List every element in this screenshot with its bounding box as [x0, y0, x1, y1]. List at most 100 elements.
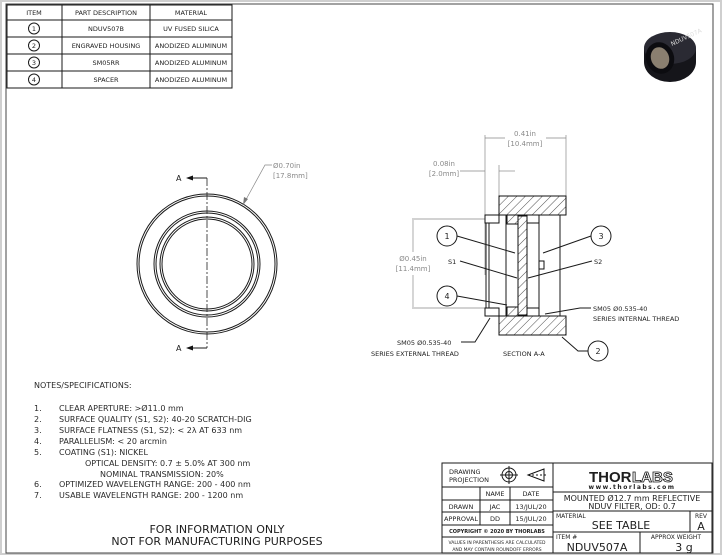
text: COATING (S1): NICKEL	[59, 448, 148, 457]
thread-dim-in: 0.08in	[433, 160, 455, 168]
outer-diameter-in: Ø0.70in	[273, 162, 300, 170]
material-label: MATERIAL	[556, 513, 586, 520]
drawn-name: JAC	[489, 503, 501, 511]
copyright: COPYRIGHT © 2020 BY THORLABS	[449, 529, 545, 535]
weight-label: APPROX WEIGHT	[651, 534, 702, 541]
num: 7.	[34, 491, 42, 500]
note-item: 6. OPTIMIZED WAVELENGTH RANGE: 200 - 400 …	[34, 480, 251, 489]
section-view: 0.41in [10.4mm] 0.08in [2.0mm] Ø0.45in […	[371, 130, 679, 362]
header-description: PART DESCRIPTION	[75, 9, 137, 17]
parts-table: ITEM PART DESCRIPTION MATERIAL 1 NDUV507…	[6, 4, 233, 89]
section-label-top: A	[176, 174, 182, 183]
description: SM05RR	[92, 59, 120, 67]
disclaimer-line-2: NOT FOR MANUFACTURING PURPOSES	[111, 535, 322, 548]
title-block: DRAWING PROJECTION NAME DATE DRAWN JAC 1…	[441, 462, 713, 554]
projection-label-1: DRAWING	[449, 468, 481, 476]
values-note-1: VALUES IN PARENTHESIS ARE CALCULATED	[448, 540, 546, 546]
num: 3.	[34, 426, 42, 435]
note-item: NOMINAL TRANSMISSION: 20%	[100, 470, 224, 479]
disclaimer-line-1: FOR INFORMATION ONLY	[149, 523, 284, 536]
logo-labs: LABS	[632, 469, 673, 486]
material-value: SEE TABLE	[592, 519, 650, 532]
num: 2.	[34, 415, 42, 424]
item: 2	[32, 42, 36, 50]
section-label-bottom: A	[176, 344, 182, 353]
date-header: DATE	[523, 490, 540, 498]
internal-thread-label: SM05 Ø0.535-40	[593, 305, 647, 313]
drawn-date: 13/JUL/20	[515, 503, 546, 511]
note-item: OPTICAL DENSITY: 0.7 ± 5.0% AT 300 nm	[85, 459, 251, 468]
external-thread-label: SM05 Ø0.535-40	[397, 339, 451, 347]
text: NOMINAL TRANSMISSION: 20%	[100, 470, 224, 479]
material: ANODIZED ALUMINUM	[155, 42, 227, 50]
text: USABLE WAVELENGTH RANGE: 200 - 1200 nm	[59, 491, 243, 500]
text: SURFACE FLATNESS (S1, S2): < 2λ AT 633 n…	[59, 426, 242, 435]
header-item: ITEM	[26, 9, 42, 17]
section-title: SECTION A-A	[503, 350, 545, 358]
approval-name: DD	[490, 515, 500, 523]
drawn-label: DRAWN	[449, 503, 474, 511]
rev-label: REV	[695, 513, 708, 520]
description: NDUV507B	[88, 25, 124, 33]
thread-dim-mm: [2.0mm]	[429, 170, 460, 178]
table-row: 3 SM05RR ANODIZED ALUMINUM	[28, 56, 227, 69]
material: ANODIZED ALUMINUM	[155, 59, 227, 67]
surface-s2-label: S2	[594, 258, 602, 266]
projection-symbol-icon	[500, 466, 546, 484]
approval-label: APPROVAL	[444, 515, 478, 523]
num: 5.	[34, 448, 42, 457]
name-header: NAME	[485, 490, 504, 498]
external-thread-series: SERIES EXTERNAL THREAD	[371, 350, 459, 358]
note-item: 2. SURFACE QUALITY (S1, S2): 40-20 SCRATC…	[34, 415, 252, 424]
surface-s1-label: S1	[448, 258, 456, 266]
width-dim-in: 0.41in	[514, 130, 536, 138]
text: SURFACE QUALITY (S1, S2): 40-20 SCRATCH-…	[59, 415, 252, 424]
callout-4: 4	[444, 292, 449, 301]
notes-heading: NOTES/SPECIFICATIONS:	[34, 381, 132, 390]
item: 3	[32, 59, 36, 67]
callout-1: 1	[444, 232, 449, 241]
item-number: NDUV507A	[567, 541, 628, 554]
num: 1.	[34, 404, 42, 413]
weight-value: 3 g	[675, 541, 692, 554]
description: SPACER	[93, 76, 119, 84]
values-note-2: AND MAY CONTAIN ROUNDOFF ERRORS	[452, 547, 541, 553]
description-line-1: MOUNTED Ø12.7 mm REFLECTIVE	[564, 493, 701, 503]
note-item: 1. CLEAR APERTURE: >Ø11.0 mm	[34, 403, 184, 413]
note-item: 3. SURFACE FLATNESS (S1, S2): < 2λ AT 633…	[34, 426, 242, 435]
item: 1	[32, 25, 36, 33]
text: OPTICAL DENSITY: 0.7 ± 5.0% AT 300 nm	[85, 459, 251, 468]
text: CLEAR APERTURE: >Ø11.0 mm	[59, 403, 184, 413]
table-row: 2 ENGRAVED HOUSING ANODIZED ALUMINUM	[28, 39, 227, 52]
aperture-dim-mm: [11.4mm]	[396, 265, 431, 273]
approval-date: 15/JUL/20	[515, 515, 546, 523]
front-view: A A Ø0.70in [17.8mm]	[136, 162, 308, 353]
note-item: 7. USABLE WAVELENGTH RANGE: 200 - 1200 nm	[34, 491, 243, 500]
internal-thread-series: SERIES INTERNAL THREAD	[593, 315, 679, 323]
product-photo: NDUV507A	[644, 27, 704, 82]
callout-3: 3	[598, 232, 603, 241]
thorlabs-logo: THOR LABS www.thorlabs.com	[589, 469, 676, 491]
callout-2: 2	[595, 347, 600, 356]
website: www.thorlabs.com	[589, 484, 676, 491]
logo-thor: THOR	[589, 469, 632, 486]
rev-value: A	[697, 520, 705, 533]
material: UV FUSED SILICA	[163, 25, 219, 33]
aperture-dim-in: Ø0.45in	[399, 255, 426, 263]
text: OPTIMIZED WAVELENGTH RANGE: 200 - 400 nm	[59, 480, 251, 489]
text: PARALLELISM: < 20 arcmin	[59, 437, 167, 446]
num: 4.	[34, 437, 42, 446]
projection-label-2: PROJECTION	[449, 476, 489, 484]
outer-diameter-mm: [17.8mm]	[273, 172, 308, 180]
description-line-2: NDUV FILTER, OD: 0.7	[588, 502, 675, 511]
num: 6.	[34, 480, 42, 489]
table-row: 4 SPACER ANODIZED ALUMINUM	[28, 73, 227, 86]
note-item: 4. PARALLELISM: < 20 arcmin	[34, 437, 167, 446]
material: ANODIZED ALUMINUM	[155, 76, 227, 84]
description: ENGRAVED HOUSING	[72, 42, 141, 50]
item-label: ITEM #	[556, 534, 577, 541]
note-item: 5. COATING (S1): NICKEL	[34, 448, 148, 457]
item: 4	[32, 76, 36, 84]
